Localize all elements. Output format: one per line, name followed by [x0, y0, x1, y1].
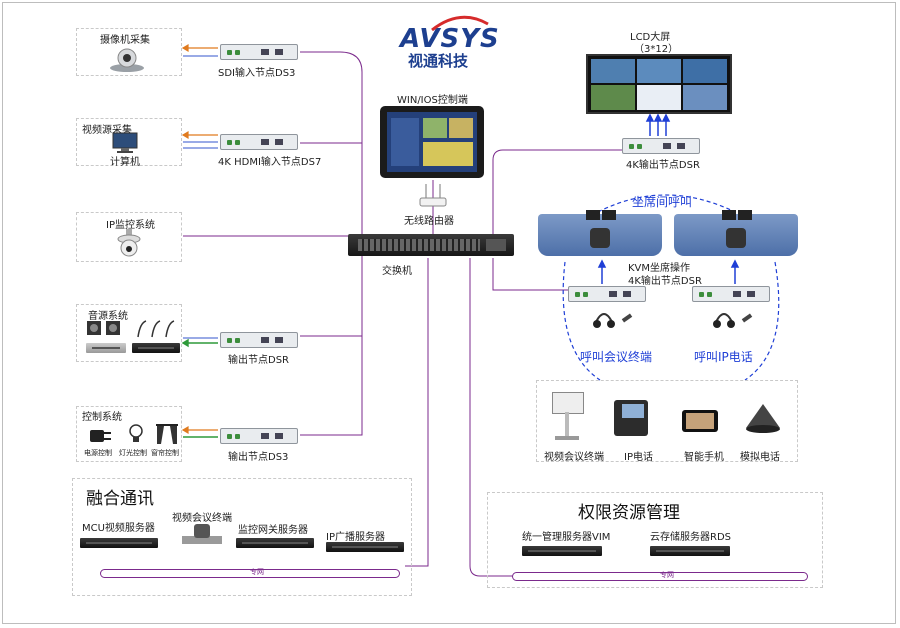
rds-server-icon [650, 546, 730, 556]
green-links [181, 338, 218, 438]
audio-mixer-icon [86, 343, 126, 353]
logo-brand: AVSYS [400, 24, 500, 54]
camera-label: 摄像机采集 [100, 35, 150, 46]
blue-arrows [597, 113, 740, 284]
fusion-item-mcu: MCU视频服务器 [82, 523, 155, 534]
fusion-private-network: 专网 [100, 568, 400, 578]
light-bulb-icon [129, 424, 143, 442]
device-label-conference: 视频会议终端 [544, 452, 604, 463]
devices-box [536, 380, 798, 462]
orange-links [181, 43, 218, 435]
fusion-item-gateway: 监控网关服务器 [238, 525, 308, 536]
dome-camera-icon [117, 229, 141, 257]
kvm-node-right [692, 286, 770, 302]
lcd-spec: （3*12） [634, 44, 679, 55]
device-label-analog-phone: 模拟电话 [740, 452, 780, 463]
conference-terminal-icon [550, 388, 584, 442]
curtain-icon [156, 424, 178, 444]
router-label: 无线路由器 [404, 216, 454, 227]
ip-monitor-box [76, 212, 182, 262]
microphone-icon [137, 320, 175, 338]
fusion-item-broadcast: IP广播服务器 [326, 532, 385, 543]
lcd-title: LCD大屏 [630, 32, 671, 43]
call-ip-phone-label: 呼叫IP电话 [694, 350, 753, 364]
tablet-control-icon [380, 106, 484, 178]
control-node-label: 输出节点DS3 [228, 452, 289, 463]
speaker-icon [87, 321, 120, 335]
hdmi-input-node [220, 134, 298, 150]
kvm-label: KVM坐席操作 [628, 263, 691, 274]
fusion-title: 融合通讯 [86, 489, 154, 509]
fusion-item-conference: 视频会议终端 [172, 513, 232, 524]
logo-swoosh-icon [431, 15, 489, 32]
control-output-node [220, 428, 298, 444]
power-plug-icon [90, 430, 111, 442]
control-terminal-label: WIN/IOS控制端 [397, 95, 468, 106]
smartphone-icon [682, 410, 718, 432]
line-switch-rights [469, 258, 512, 577]
intercom-label: 坐席间呼叫 [632, 195, 693, 209]
computer-box [76, 118, 182, 166]
console-seat-right-icon [674, 210, 798, 256]
rights-net-label: 专网 [660, 571, 674, 579]
blue-links [183, 55, 218, 339]
wireless-router-icon [419, 184, 447, 207]
camera-box [76, 28, 182, 76]
rights-item-vim: 统一管理服务器VIM [522, 532, 611, 543]
control-item-curtain: 窗帘控制 [151, 449, 179, 457]
device-label-smartphone: 智能手机 [684, 452, 724, 463]
line-switch-kvm [492, 258, 568, 291]
rights-box [487, 492, 823, 588]
audio-output-node [220, 332, 298, 348]
fusion-net-label: 专网 [250, 568, 264, 576]
audio-processor-icon [132, 343, 180, 353]
ptz-camera-icon [110, 48, 144, 72]
control-item-light: 灯光控制 [119, 449, 147, 457]
rights-item-rds: 云存储服务器RDS [650, 532, 731, 543]
analog-phone-icon [746, 404, 780, 433]
line-control-switch [300, 250, 363, 436]
hdmi-node-label: 4K HDMI输入节点DS7 [218, 157, 322, 168]
console-seat-left-icon [538, 210, 662, 256]
audio-box [76, 304, 182, 362]
kvm-node-label: 4K输出节点DSR [628, 276, 702, 287]
headset-right-icon [713, 313, 753, 328]
computer-label: 视频源采集 [82, 125, 132, 136]
rights-title: 权限资源管理 [578, 503, 680, 523]
vim-server-icon [522, 546, 602, 556]
sdi-input-node [220, 44, 298, 60]
network-switch-icon [348, 234, 514, 256]
fusion-box [72, 478, 412, 596]
device-label-ip-phone: IP电话 [624, 452, 653, 463]
computer-sublabel: 计算机 [110, 157, 140, 168]
headset-left-icon [593, 313, 633, 328]
line-switch-fusion [405, 258, 429, 567]
ip-monitor-label: IP监控系统 [106, 220, 155, 231]
audio-node-label: 输出节点DSR [228, 355, 289, 366]
control-item-power: 电源控制 [84, 449, 112, 457]
switch-label: 交换机 [382, 266, 412, 277]
control-label: 控制系统 [82, 412, 122, 423]
broadcast-server-icon [326, 542, 404, 552]
conference-camera-icon [182, 524, 222, 544]
rights-private-network: 专网 [512, 571, 808, 581]
sdi-node-label: SDI输入节点DS3 [218, 68, 296, 79]
call-conference-label: 呼叫会议终端 [580, 350, 653, 364]
line-ds3-switch [300, 51, 363, 236]
logo-subtitle: 视通科技 [408, 52, 469, 70]
line-switch-lcd [492, 149, 622, 250]
call-arcs [562, 194, 780, 381]
gateway-server-icon [236, 538, 314, 548]
audio-label: 音源系统 [88, 311, 128, 322]
computer-icon [112, 132, 138, 153]
kvm-node-left [568, 286, 646, 302]
ip-phone-icon [614, 400, 648, 436]
lcd-node-label: 4K输出节点DSR [626, 160, 700, 171]
control-box [76, 406, 182, 462]
mcu-server-icon [80, 538, 158, 548]
lcd-video-wall-icon [586, 54, 732, 114]
lcd-output-node [622, 138, 700, 154]
